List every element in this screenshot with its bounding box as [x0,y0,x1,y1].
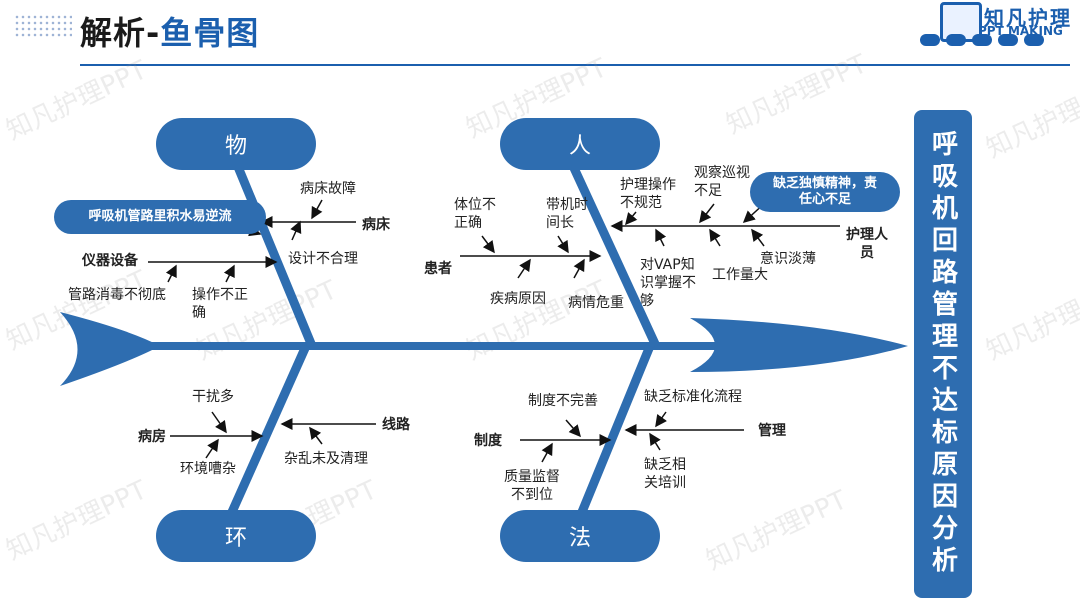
label-sub-bed: 病床 [362,217,390,233]
bone-huan [227,344,311,514]
label-sub-system: 制度 [474,433,502,449]
label-sub-patient: 患者 [424,261,452,277]
arrow-posture [481,235,495,254]
arrow-design [290,220,302,241]
label-sub-lines: 线路 [382,417,410,433]
label-sub-device: 仪器设备 [82,253,138,269]
arrow-operation [223,264,235,283]
label-disinfect: 管路消毒不彻底 [68,287,166,303]
category-fa: 法 [500,510,660,562]
category-ren: 人 [500,118,660,170]
label-awareness: 意识淡薄 [760,251,816,267]
bone-wu [231,160,317,348]
fish-spine [150,342,730,350]
arrow-imperfect [565,419,581,438]
arrow-awareness [751,228,765,247]
arrow-nursing-op [625,211,638,226]
label-workload: 工作量大 [712,267,768,283]
fish-tail [60,312,160,386]
arrow-no-training [649,432,661,451]
logo-text: 知凡护理 [984,6,1072,30]
arrow-disinfect [165,264,177,283]
logo-decoration [920,34,1070,48]
label-quality: 质量监督 不到位 [504,469,560,503]
label-disease: 疾病原因 [490,291,546,307]
label-no-training: 缺乏相 关培训 [644,457,686,491]
title-underline [80,64,1070,66]
label-messy: 杂乱未及清理 [284,451,368,467]
label-interference: 干扰多 [192,389,234,405]
fish-head [690,318,908,372]
arrow-quality [541,442,553,463]
bubble-water-backflow: 呼吸机管路里积水易逆流 [54,200,266,234]
label-nursing-op: 护理操作 不规范 [620,177,676,211]
label-no-process: 缺乏标准化流程 [644,389,742,405]
arrow-interference [211,411,227,434]
arrow-messy [309,426,323,445]
label-bed-fault: 病床故障 [300,181,356,197]
label-vap: 对VAP知 识掌握不 够 [640,257,696,309]
bone-ren [569,166,661,348]
label-posture: 体位不 正确 [454,197,496,231]
arrow-vap [655,228,667,247]
label-time: 带机时 间长 [546,197,588,231]
label-design: 设计不合理 [288,251,358,267]
arrow-critical [573,258,585,279]
label-critical: 病情危重 [568,295,624,311]
decorative-dot-grid [14,14,72,38]
arrow-workload [709,228,721,247]
fish-head-problem: 呼吸机回路管理不达标原因分析 [914,110,972,598]
label-noisy: 环境嘈杂 [180,461,236,477]
label-sub-manage: 管理 [758,423,786,439]
label-operation: 操作不正 确 [192,287,248,321]
label-imperfect: 制度不完善 [528,393,598,409]
category-wu: 物 [156,118,316,170]
arrow-observe [699,203,715,224]
label-observe: 观察巡视 不足 [694,165,750,199]
label-sub-ward: 病房 [138,429,166,445]
category-huan: 环 [156,510,316,562]
arrow-no-process [655,411,667,428]
page-title: 解析-鱼骨图 [80,14,260,52]
arrow-bed-fault [311,199,323,220]
arrow-noisy [205,438,219,459]
arrow-disease [517,258,531,279]
arrow-time [557,235,569,254]
bone-fa [577,344,655,514]
bubble-responsibility: 缺乏独慎精神，责 任心不足 [750,172,900,212]
label-sub-staff: 护理人 员 [846,227,888,261]
